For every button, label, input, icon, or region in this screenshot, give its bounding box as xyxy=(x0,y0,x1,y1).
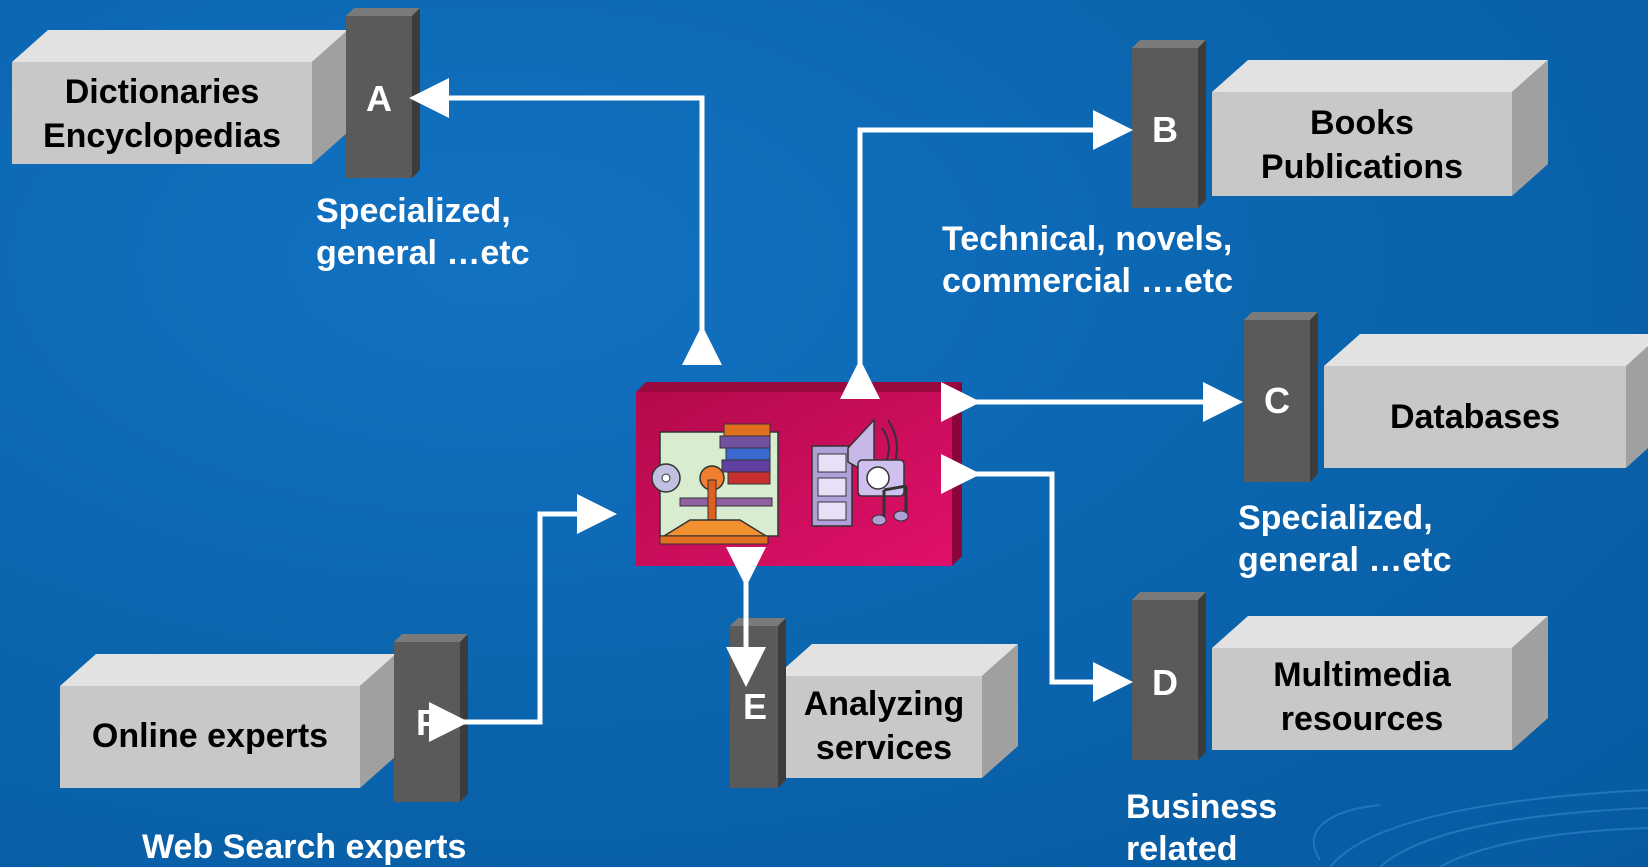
box-d-line1: Multimedia xyxy=(1273,656,1451,694)
box-c-side xyxy=(1626,346,1648,468)
node-d xyxy=(1132,592,1548,760)
box-b-front xyxy=(1212,92,1512,196)
pillar-f-top xyxy=(394,634,468,642)
caption-f: Web Search experts xyxy=(142,826,466,867)
connector-f xyxy=(429,494,617,742)
caption-d-line2: related xyxy=(1126,830,1238,867)
pillar-f-letter: F xyxy=(416,702,438,743)
connector-d xyxy=(941,454,1133,702)
caption-a: Specialized, general …etc xyxy=(316,190,530,274)
box-b-label: Books Publications xyxy=(1212,101,1512,189)
central-hub xyxy=(636,382,962,566)
box-d-label: Multimedia resources xyxy=(1212,653,1512,741)
caption-f-line1: Web Search experts xyxy=(142,828,467,866)
box-d-top xyxy=(1212,616,1548,648)
pillar-c-top xyxy=(1244,312,1318,320)
box-a-top xyxy=(12,30,348,62)
box-a-line1: Dictionaries xyxy=(64,73,260,111)
box-f-top xyxy=(60,654,396,686)
box-b-line1: Books xyxy=(1310,104,1414,142)
multimedia-icon xyxy=(811,418,909,527)
library-scales-icon xyxy=(651,423,779,545)
caption-b-line1: Technical, novels, xyxy=(942,220,1233,258)
pillar-e-letter: E xyxy=(742,686,767,727)
pillar-c-front xyxy=(1244,320,1310,482)
pillar-b-letter: B xyxy=(1152,109,1178,150)
caption-b: Technical, novels, commercial ….etc xyxy=(942,218,1233,302)
pillar-a-front xyxy=(346,16,412,178)
pillar-b-front xyxy=(1132,48,1198,208)
box-a-front xyxy=(12,62,312,164)
pillar-c-letter: C xyxy=(1264,380,1290,421)
pillar-e-side xyxy=(778,618,786,788)
pillar-c-side xyxy=(1310,312,1318,482)
caption-a-line2: general …etc xyxy=(316,234,530,272)
caption-c: Specialized, general …etc xyxy=(1238,497,1452,581)
box-b-line2: Publications xyxy=(1260,148,1464,186)
box-d-side xyxy=(1512,616,1548,750)
caption-d: Business related xyxy=(1126,786,1277,867)
box-b-top xyxy=(1212,60,1548,92)
pillar-e-top xyxy=(730,618,786,626)
box-c-front xyxy=(1324,366,1626,468)
caption-d-line1: Business xyxy=(1126,788,1278,826)
box-c-top xyxy=(1324,334,1648,366)
caption-c-line2: general …etc xyxy=(1238,541,1452,579)
box-c-line1: Databases xyxy=(1389,398,1561,436)
box-f-side xyxy=(360,654,396,788)
pillar-d-front xyxy=(1132,600,1198,760)
box-a-line2: Encyclopedias xyxy=(42,117,282,155)
box-a-label: Dictionaries Encyclopedias xyxy=(12,70,312,158)
box-f-front xyxy=(60,686,360,788)
pillar-b-side xyxy=(1198,40,1206,208)
connector-a xyxy=(409,78,722,365)
node-a xyxy=(12,8,420,178)
pillar-a-letter: A xyxy=(366,78,392,119)
caption-b-line2: commercial ….etc xyxy=(942,262,1234,300)
box-d-line2: resources xyxy=(1280,700,1444,738)
box-f-label: Online experts xyxy=(60,714,360,758)
caption-c-line1: Specialized, xyxy=(1238,499,1433,537)
pillar-d-top xyxy=(1132,592,1206,600)
pillar-a-top xyxy=(346,8,420,16)
box-f-line1: Online experts xyxy=(91,717,329,755)
box-e-top xyxy=(776,644,1018,676)
connector-b xyxy=(840,110,1133,399)
box-d-front xyxy=(1212,648,1512,750)
box-e-label: Analyzing services xyxy=(786,682,982,770)
box-a-side xyxy=(312,30,348,164)
box-e-line1: Analyzing xyxy=(803,685,965,723)
box-e-line2: services xyxy=(815,729,953,767)
connectors xyxy=(409,78,1243,742)
swirl-decoration xyxy=(1312,789,1648,867)
pillar-d-letter: D xyxy=(1152,662,1178,703)
caption-a-line1: Specialized, xyxy=(316,192,511,230)
node-c xyxy=(1244,312,1648,482)
box-c-label: Databases xyxy=(1324,395,1626,439)
hub-top xyxy=(636,382,962,392)
hub-side xyxy=(952,382,962,566)
pillar-d-side xyxy=(1198,592,1206,760)
pillar-b-top xyxy=(1132,40,1206,48)
box-b-side xyxy=(1512,60,1548,196)
node-b xyxy=(1132,40,1548,208)
